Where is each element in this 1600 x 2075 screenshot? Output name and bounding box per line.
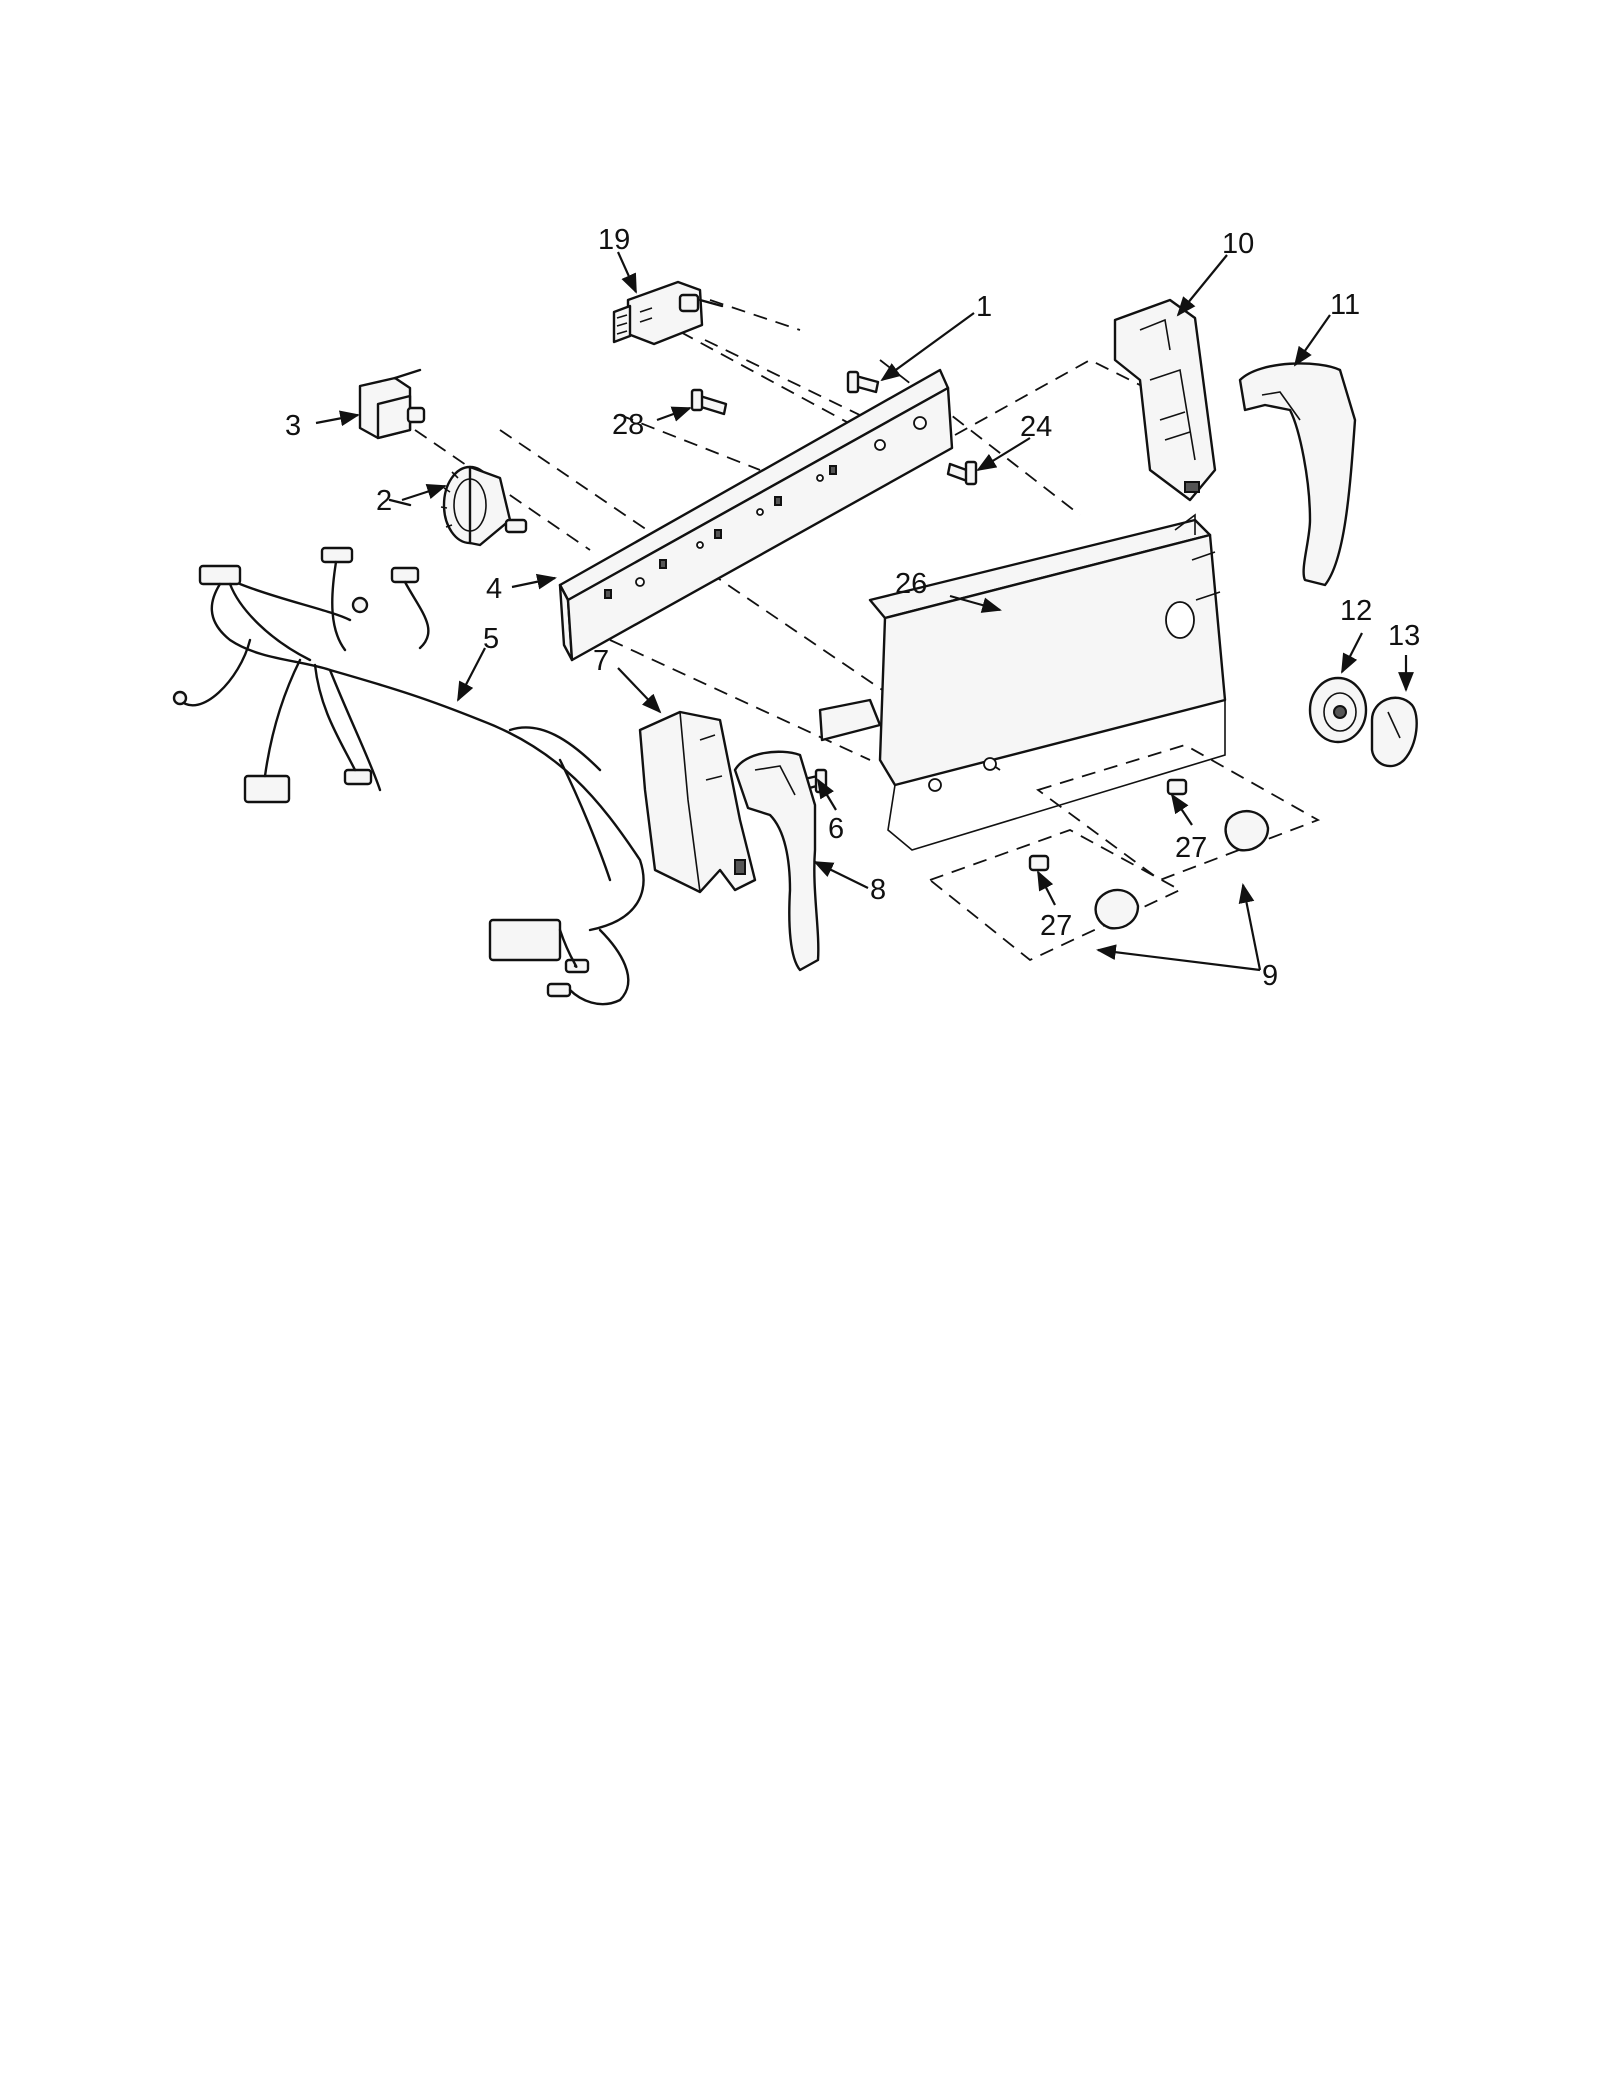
part-8-end-trim-left <box>733 750 820 972</box>
callout-10: 10 <box>1222 228 1254 260</box>
callout-labels: 19 10 11 1 28 24 3 2 4 5 26 7 6 8 12 13 … <box>285 224 1420 992</box>
callout-8: 8 <box>870 874 886 906</box>
callout-19: 19 <box>598 224 630 256</box>
callout-11: 11 <box>1330 289 1360 321</box>
callout-7: 7 <box>593 645 609 677</box>
callout-26: 26 <box>895 568 927 600</box>
callout-12: 12 <box>1340 595 1372 627</box>
part-19-timer-switch <box>612 280 724 346</box>
callout-leaders <box>315 251 1414 972</box>
callout-5: 5 <box>483 623 499 655</box>
callout-27-lower: 27 <box>1040 910 1072 942</box>
part-2-rotary-switch <box>440 465 528 547</box>
part-7-end-cap-left <box>638 710 757 894</box>
part-3-switch <box>358 368 426 440</box>
callout-24: 24 <box>1020 411 1052 443</box>
callout-2: 2 <box>376 485 392 517</box>
part-11-end-trim-right <box>1238 362 1357 587</box>
part-5-wire-harness <box>172 498 645 1006</box>
part-12-knob-skirt <box>1308 676 1368 744</box>
part-26-console-panel <box>818 513 1227 851</box>
part-1-screw <box>846 370 880 394</box>
callout-1: 1 <box>976 291 992 323</box>
part-28-screw <box>690 388 728 416</box>
callout-28: 28 <box>612 409 644 441</box>
part-13-knob <box>1370 696 1418 768</box>
part-9-knob-kit <box>928 744 1321 962</box>
part-4-console-bracket <box>558 368 954 662</box>
callout-6: 6 <box>828 813 844 845</box>
callout-4: 4 <box>486 573 502 605</box>
callout-27-upper: 27 <box>1175 832 1207 864</box>
part-10-end-cap-right <box>1113 298 1217 502</box>
callout-13: 13 <box>1388 620 1420 652</box>
part-24-screw <box>946 460 978 486</box>
part-27-clip-lower <box>1028 854 1140 930</box>
callout-3: 3 <box>285 410 301 442</box>
assembly-guide-lines <box>414 299 1161 771</box>
callout-9: 9 <box>1262 960 1278 992</box>
